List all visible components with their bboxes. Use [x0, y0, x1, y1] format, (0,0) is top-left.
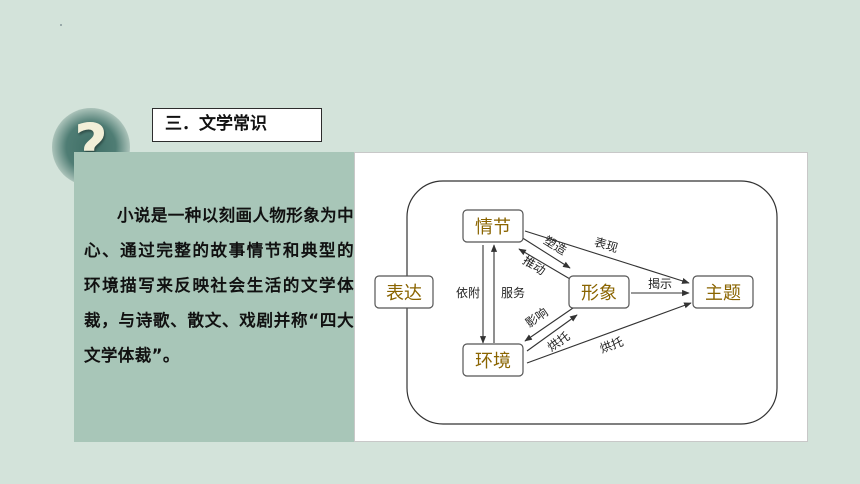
arrow-huanjing-xingxiang [526, 314, 578, 352]
body-paragraph: 小说是一种以刻画人物形象为中心、通过完整的故事情节和典型的环境描写来反映社会生活… [84, 206, 354, 365]
section-title: 三．文学常识 [152, 108, 322, 142]
decorative-dot [60, 24, 62, 26]
label-tuidong: 推动 [520, 253, 548, 278]
label-jieshi: 揭示 [648, 276, 672, 291]
text-panel [74, 152, 354, 442]
node-huanjing-label: 环境 [475, 351, 511, 372]
label-hongtuo-inner: 烘托 [545, 329, 573, 354]
label-yifu: 依附 [456, 285, 480, 300]
diagram-card: 表达 情节 形象 环境 主题 表现 塑造 推动 揭示 依附 服务 影响 烘托 烘… [354, 152, 808, 442]
node-zhuti: 主题 [692, 275, 754, 309]
label-suzao: 塑造 [541, 232, 569, 257]
relationship-diagram: 表达 情节 形象 环境 主题 表现 塑造 推动 揭示 依附 服务 影响 烘托 烘… [374, 180, 778, 425]
label-biaoxian: 表现 [593, 235, 620, 255]
node-qingjie-label: 情节 [475, 217, 511, 238]
node-xingxiang-label: 形象 [581, 283, 617, 304]
arrow-xingxiang-huanjing [524, 307, 574, 342]
label-fuwu: 服务 [501, 285, 525, 300]
arrow-qingjie-zhuti [524, 230, 690, 284]
arrow-huanjing-zhuti [526, 302, 692, 364]
node-huanjing: 环境 [462, 343, 524, 377]
node-xingxiang: 形象 [568, 275, 630, 309]
arrow-qingjie-xingxiang [520, 236, 571, 269]
arrow-xingxiang-qingjie [518, 248, 571, 280]
label-hongtuo-outer: 烘托 [598, 335, 625, 356]
node-biaoda: 表达 [374, 275, 434, 309]
node-biaoda-label: 表达 [386, 283, 422, 304]
node-qingjie: 情节 [462, 209, 524, 243]
node-zhuti-label: 主题 [705, 283, 741, 304]
